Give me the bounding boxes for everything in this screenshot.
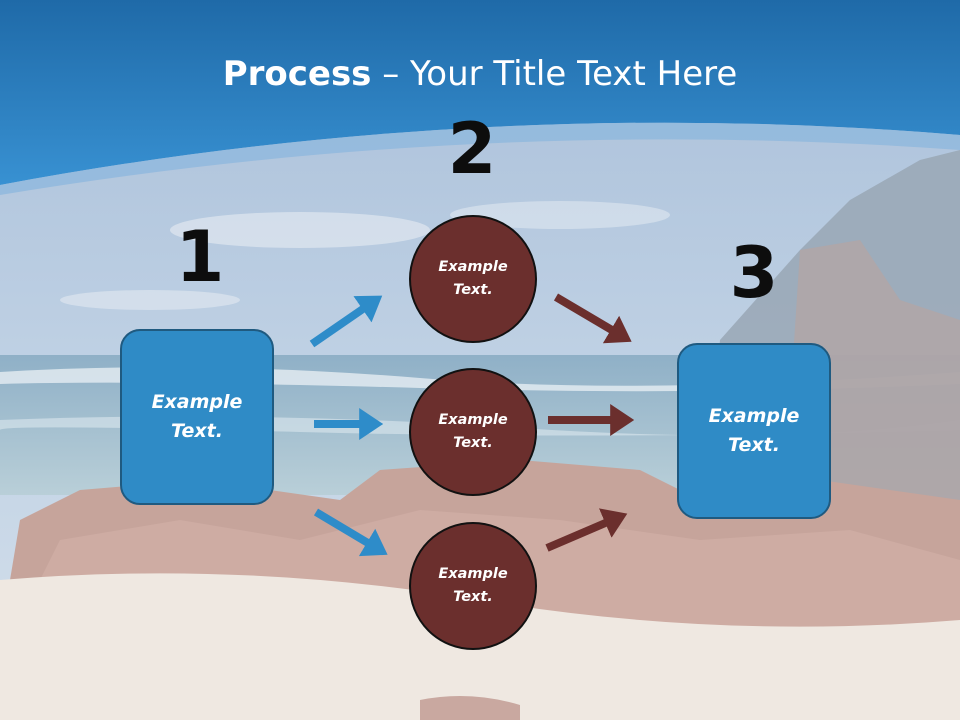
slide-title: Process – Your Title Text Here — [0, 52, 960, 96]
step-2-circle-top-text: Example Text. — [438, 259, 508, 298]
arrow-top-circle-to-3 — [553, 293, 632, 344]
step-2-circle-middle-text: Example Text. — [438, 412, 508, 451]
step-3-box-text: Example Text. — [708, 405, 800, 456]
arrow-1-to-top-circle — [309, 295, 383, 348]
arrow-bottom-circle-to-3 — [545, 508, 628, 552]
title-rest: – Your Title Text Here — [371, 54, 738, 94]
step-2-circle-bottom: Example Text. — [409, 522, 537, 650]
step-2-circle-bottom-text: Example Text. — [438, 566, 508, 605]
arrow-1-to-bottom-circle — [313, 508, 388, 557]
step-1-box-text: Example Text. — [151, 391, 243, 442]
step-3-box: Example Text. — [677, 343, 831, 519]
step-1-box: Example Text. — [120, 329, 274, 505]
title-bold: Process — [222, 54, 372, 94]
step-2-circle-middle: Example Text. — [409, 368, 537, 496]
step-1-number: 1 — [175, 216, 225, 298]
step-2-circle-top: Example Text. — [409, 215, 537, 343]
step-2-number: 2 — [447, 108, 497, 190]
step-3-number: 3 — [729, 232, 779, 314]
